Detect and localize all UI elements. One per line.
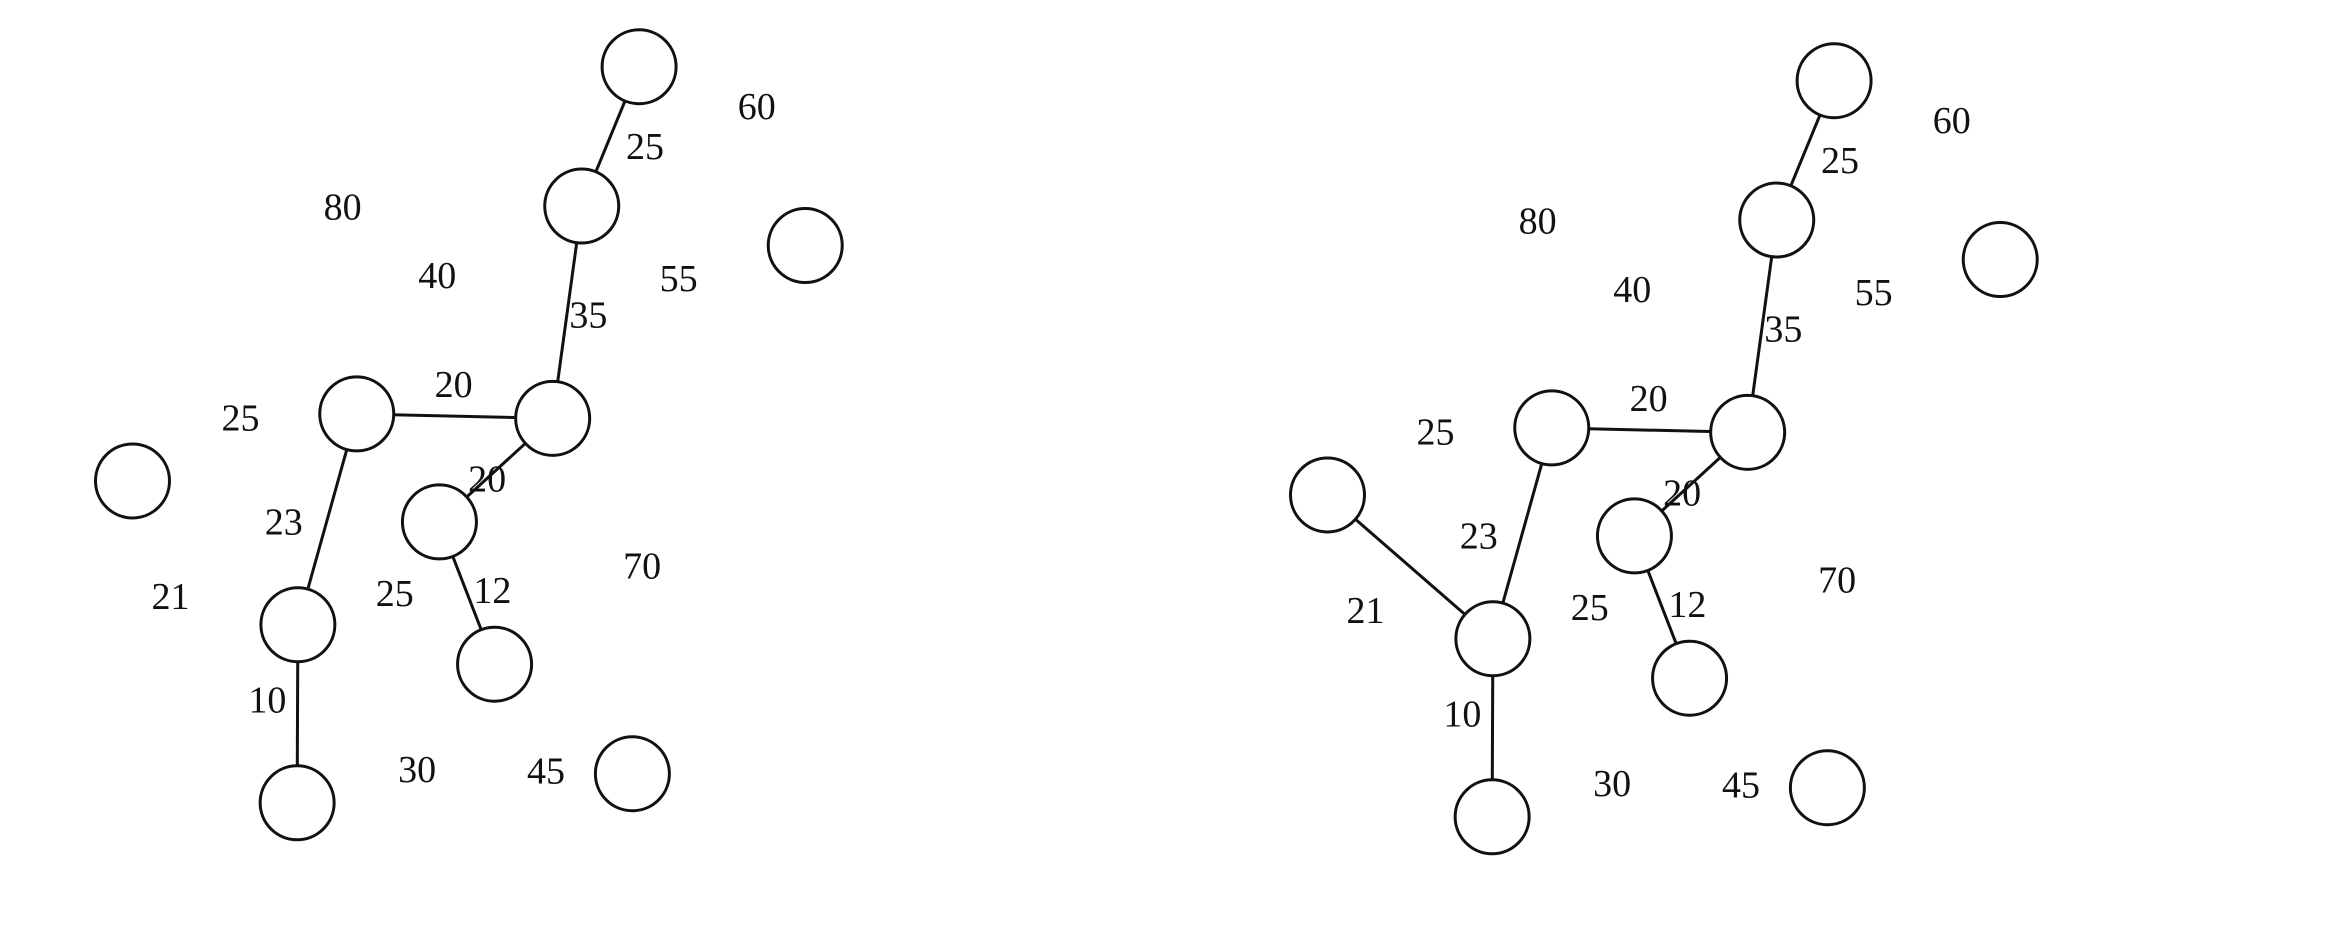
- weight-label: 21: [1346, 590, 1384, 632]
- weight-label: 80: [1519, 201, 1557, 243]
- node-I: [456, 625, 534, 703]
- weight-label: 25: [222, 397, 260, 439]
- node-G: [400, 483, 478, 561]
- node-F: [1288, 456, 1366, 534]
- weight-label: 35: [1764, 309, 1802, 351]
- weight-label: 21: [151, 576, 189, 618]
- weight-label: 70: [1818, 560, 1856, 602]
- weight-label: 10: [1443, 694, 1481, 736]
- weight-label: 55: [660, 258, 698, 300]
- node-G: [1595, 497, 1673, 575]
- weight-label: 12: [473, 570, 511, 612]
- weight-label: 23: [265, 502, 303, 544]
- node-F: [93, 442, 171, 520]
- weight-label: 45: [1722, 765, 1760, 807]
- weight-label: 20: [435, 364, 473, 406]
- weight-label: 12: [1668, 584, 1706, 626]
- weight-label: 35: [569, 295, 607, 337]
- node-E: [1709, 393, 1787, 471]
- weight-label: 20: [1663, 472, 1701, 514]
- node-K: [593, 735, 671, 813]
- weight-label: 25: [626, 126, 664, 168]
- weight-label: 23: [1460, 516, 1498, 558]
- node-J: [1453, 778, 1531, 856]
- node-B: [543, 167, 621, 245]
- weight-label: 30: [1593, 763, 1631, 805]
- weight-label: 45: [527, 751, 565, 793]
- graph-after: 60 25 80 40 55 35 20 25 20 23 70 21 25 12 10 30 45: [1288, 42, 2039, 856]
- node-D: [1513, 389, 1591, 467]
- weight-label: 70: [623, 546, 661, 588]
- weight-label: 40: [1613, 269, 1651, 311]
- node-H: [259, 586, 337, 664]
- node-C: [766, 207, 844, 285]
- node-I: [1651, 639, 1729, 717]
- weight-label: 60: [738, 86, 776, 128]
- node-J: [258, 764, 336, 842]
- weight-label: 10: [248, 680, 286, 722]
- node-B: [1738, 181, 1816, 259]
- weight-label: 20: [1630, 378, 1668, 420]
- graph-before: 60 25 80 40 55 35 20 25 20 23 70 21 25 12 10 30 45: [93, 28, 844, 842]
- node-C: [1961, 221, 2039, 299]
- weight-label: 40: [418, 255, 456, 297]
- weight-label: 60: [1933, 100, 1971, 142]
- weight-label: 25: [376, 573, 414, 615]
- weight-label: 30: [398, 749, 436, 791]
- node-D: [318, 375, 396, 453]
- weight-label: 55: [1855, 272, 1893, 314]
- weight-label: 25: [1417, 411, 1455, 453]
- node-A: [1795, 42, 1873, 120]
- node-A: [600, 28, 678, 106]
- weight-label: 25: [1821, 140, 1859, 182]
- weight-label: 20: [468, 458, 506, 500]
- node-K: [1788, 749, 1866, 827]
- node-H: [1454, 600, 1532, 678]
- weight-label: 25: [1571, 587, 1609, 629]
- node-E: [514, 379, 592, 457]
- weight-label: 80: [324, 187, 362, 229]
